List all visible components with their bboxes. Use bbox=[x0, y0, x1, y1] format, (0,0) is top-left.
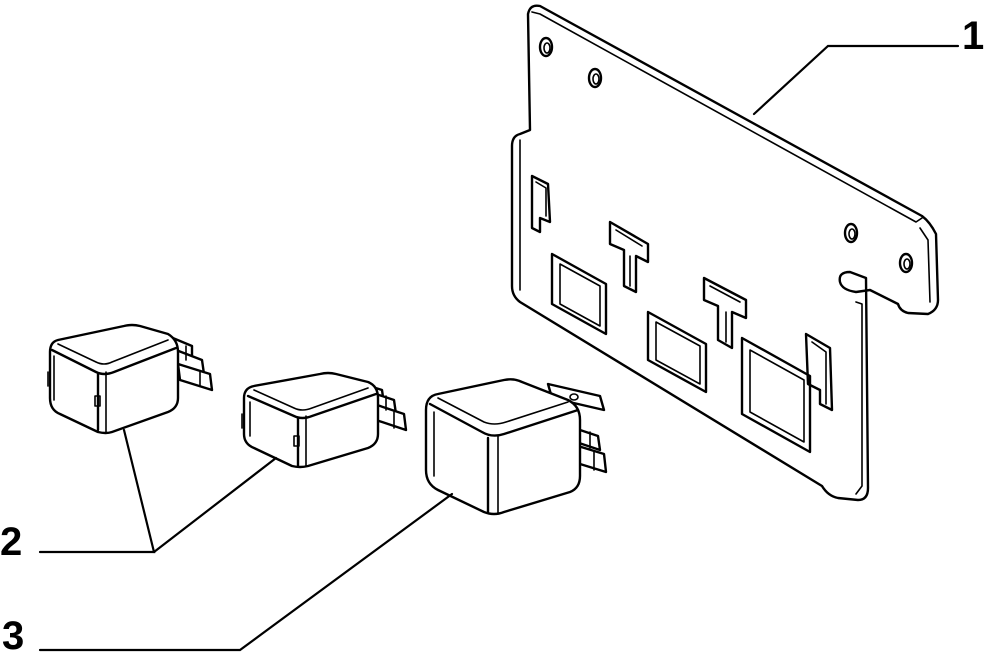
small-relay-left bbox=[47, 323, 214, 435]
leader-lines bbox=[38, 44, 960, 652]
callout-label-2: 2 bbox=[0, 520, 23, 564]
large-relay bbox=[424, 378, 608, 516]
leader-line-2b bbox=[152, 456, 278, 554]
leader-line-2 bbox=[38, 428, 156, 554]
callout-label-1: 1 bbox=[962, 14, 985, 58]
relay-mounting-plate bbox=[510, 4, 940, 502]
callout-label-3: 3 bbox=[2, 614, 25, 658]
small-relay-middle bbox=[241, 371, 408, 469]
leader-line-3 bbox=[38, 492, 454, 652]
leader-line-1 bbox=[752, 44, 960, 116]
